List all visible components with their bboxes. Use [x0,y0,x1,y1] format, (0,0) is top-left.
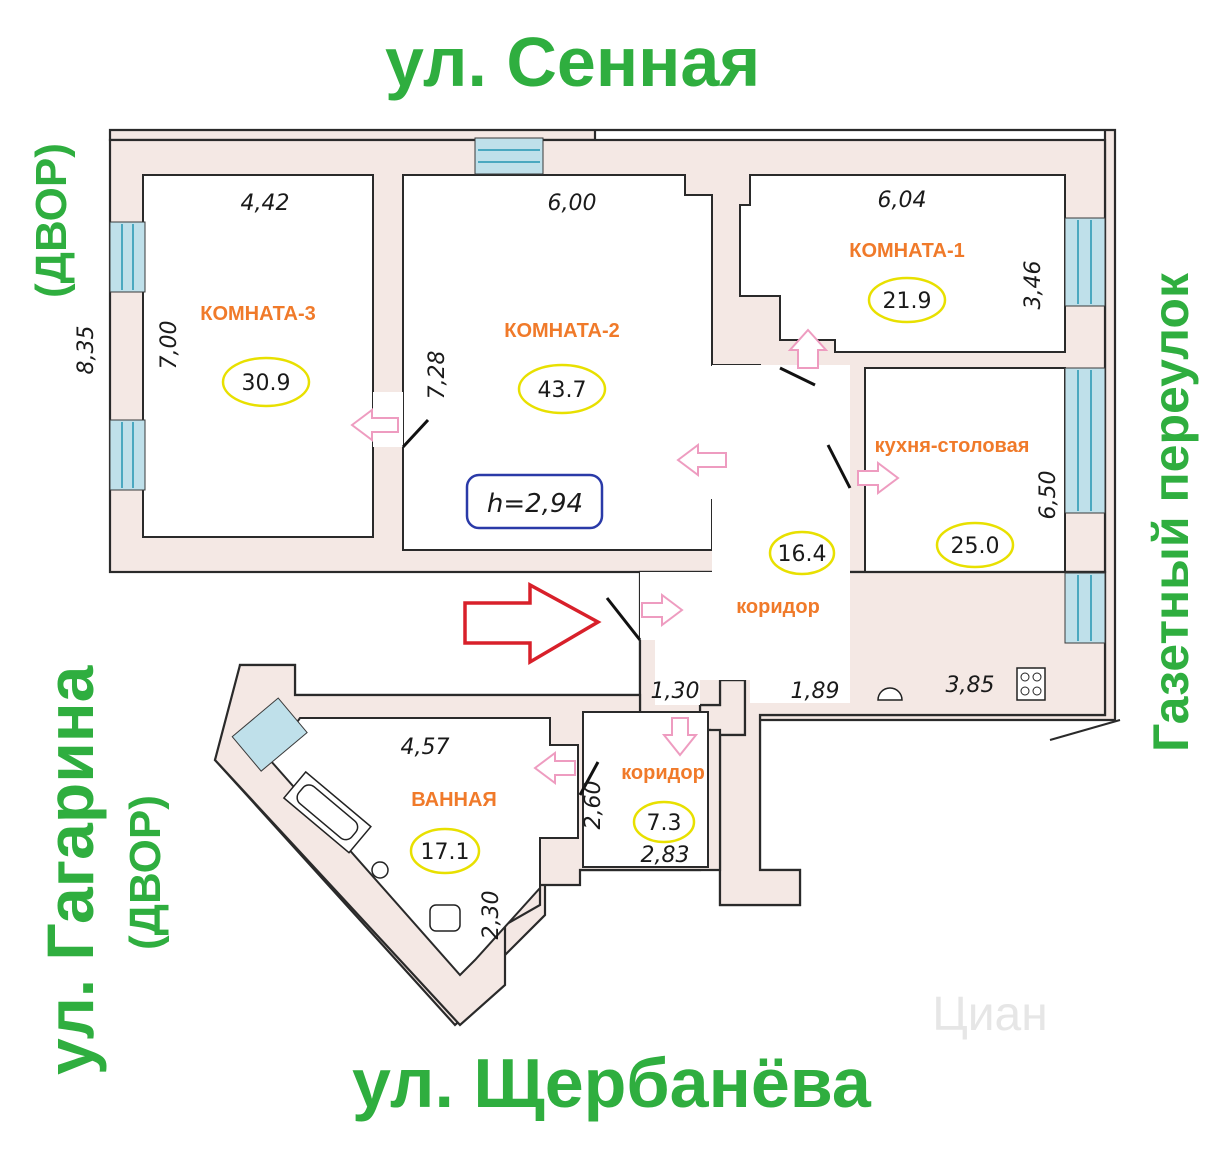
dimensions: 4,42 6,00 6,04 3,85 1,30 1,89 4,57 2,83 … [74,188,1061,939]
yard-left-bottom: (ДВОР) [121,795,170,950]
windows [109,137,1106,772]
corridor2-area: 7.3 [647,811,682,836]
kitchen-label: кухня-столовая [875,435,1030,457]
room1-label: КОМНАТА-1 [849,240,965,262]
arrow-to-room3-icon [350,408,399,442]
corridor1-dim-a: 1,30 [651,679,700,704]
corridor2-label: коридор [621,762,705,784]
room1-area: 21.9 [883,289,932,314]
kitchen-area: 25.0 [951,534,1000,559]
fixtures [282,667,1046,932]
stove-icon [1016,667,1046,701]
arrow-to-corridor2-icon [661,717,699,757]
corridor2-width: 2,83 [641,843,690,868]
room3-length: 7,00 [157,321,182,370]
room3-area: 30.9 [242,371,291,396]
arrow-corridor-icon [641,593,684,627]
room2-label: КОМНАТА-2 [504,320,620,342]
ceiling-height-box [465,473,604,530]
arrow-to-room1-icon [787,328,829,369]
arrow-to-bath-icon [533,751,576,785]
room2-length: 7,28 [425,351,450,400]
street-left-main: ул. Гагарина [33,665,107,1075]
corridor2-length: 2,60 [581,781,606,830]
yard-left-top: (ДВОР) [27,143,76,298]
bath-area: 17.1 [421,840,470,865]
street-top: ул. Сенная [385,23,761,101]
room2-area: 43.7 [538,378,587,403]
bath-width: 4,57 [401,735,450,760]
toilet-icon [429,904,461,932]
room3-width: 4,42 [241,191,290,216]
room2-width: 6,00 [548,191,597,216]
doors [401,366,852,796]
street-right: Газетный переулок [1143,273,1199,752]
overall-length: 8,35 [74,326,99,375]
entrance-arrow-icon [463,582,602,666]
nav-arrows [350,328,900,785]
street-bottom: ул. Щербанёва [352,1044,871,1122]
arrow-to-kitchen-icon [857,461,900,495]
room3-label: КОМНАТА-3 [200,303,316,325]
kitchen-length: 6,50 [1036,471,1061,520]
room1-width: 6,04 [878,188,927,213]
kitchen-width: 3,85 [946,673,995,698]
room1-length: 3,46 [1021,261,1046,310]
corridor1-area: 16.4 [778,542,827,567]
corridor1-dim-b: 1,89 [791,679,840,704]
watermark: Циан [932,988,1048,1041]
arrow-to-room2-icon [676,443,727,477]
boiler-icon [877,687,903,701]
room-areas: 30.9 43.7 21.9 25.0 16.4 17.1 7.3 [221,276,1015,875]
bath-length: 2,30 [479,891,504,940]
walls [108,128,1121,1027]
ceiling-height: h=2,94 [487,489,583,519]
bath-label: ВАННАЯ [411,789,497,811]
corridor1-label: коридор [736,596,820,618]
sink-icon [371,861,389,879]
